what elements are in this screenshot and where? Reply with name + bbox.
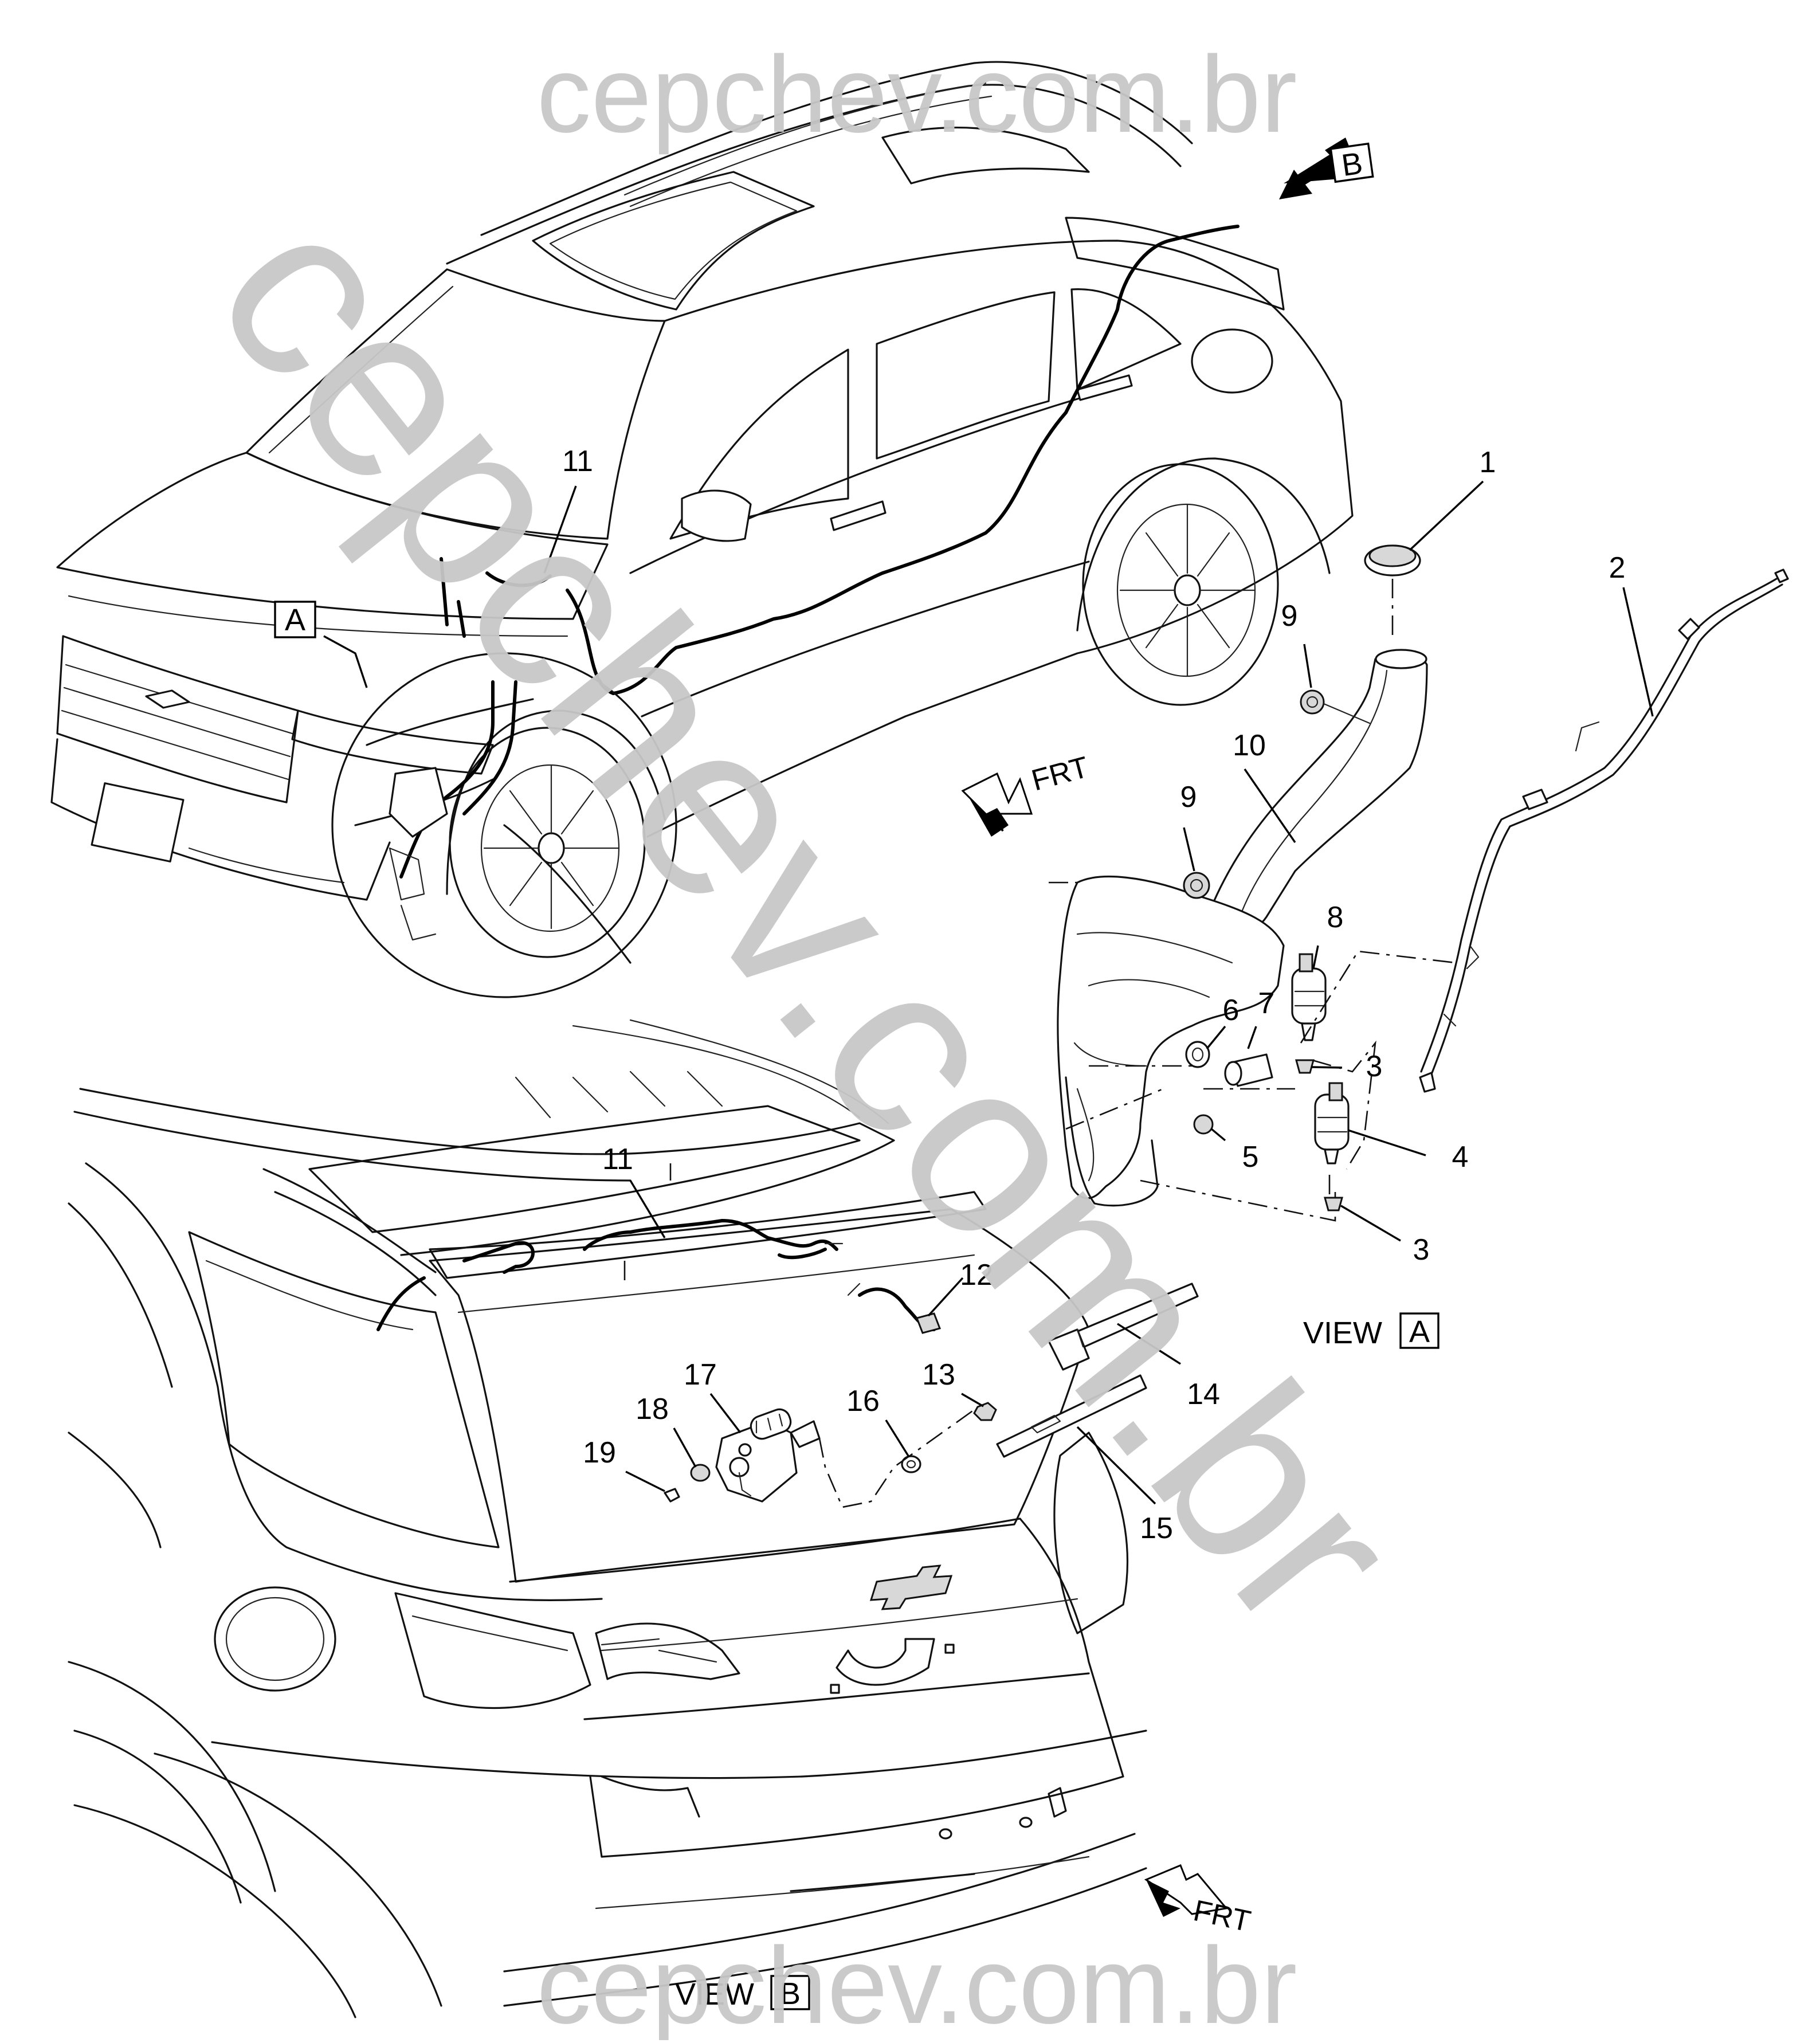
callout-12: 12 — [960, 1258, 993, 1292]
callout-11-rear: 11 — [602, 1143, 633, 1176]
callout-3-lower: 3 — [1413, 1233, 1430, 1266]
callout-17: 17 — [684, 1358, 717, 1391]
callout-numbers: 1 2 3 3 4 5 6 7 8 9 9 10 11 11 12 13 14 … — [562, 445, 1625, 1545]
wiper-arm-nut — [973, 1402, 997, 1421]
view-b-letter: B — [780, 1977, 801, 2011]
front-vehicle-illustration: A — [50, 61, 1354, 998]
callout-6: 6 — [1223, 994, 1240, 1027]
callout-5: 5 — [1242, 1140, 1259, 1174]
callout-9-upper: 9 — [1281, 599, 1298, 633]
tail-light-left — [394, 1592, 591, 1709]
callout-14: 14 — [1187, 1378, 1220, 1411]
callout-18: 18 — [636, 1393, 669, 1426]
detail-a-box — [274, 601, 316, 638]
view-a-word: VIEW — [1303, 1316, 1382, 1350]
grommet-lower — [1183, 872, 1210, 899]
callout-2: 2 — [1609, 551, 1626, 585]
rear-vehicle-illustration — [68, 1019, 1199, 2018]
wiper-motor-grommet — [690, 1464, 711, 1482]
callout-9-lower: 9 — [1180, 781, 1197, 814]
callout-19: 19 — [583, 1436, 616, 1469]
grommet-5 — [1193, 1114, 1214, 1135]
wiper-motor-bolt — [664, 1488, 680, 1503]
chevrolet-emblem — [869, 1564, 953, 1610]
view-b-word: VIEW — [675, 1977, 754, 2011]
view-b-label: VIEW B — [675, 1975, 810, 2011]
callout-13: 13 — [922, 1358, 955, 1391]
view-b-arrow: B — [1279, 138, 1374, 199]
rear-wiper-motor — [715, 1408, 821, 1503]
callout-15: 15 — [1140, 1512, 1173, 1545]
harness-connector — [916, 1312, 941, 1334]
washer-reservoir — [1057, 876, 1285, 1199]
view-a-label: VIEW A — [1303, 1312, 1439, 1350]
rear-fuel-door — [214, 1586, 336, 1692]
washer-system-view-a — [1049, 544, 1456, 1222]
rear-wiper-arm — [1048, 1283, 1199, 1371]
detail-a-letter: A — [285, 603, 305, 637]
view-a-letter: A — [1409, 1315, 1430, 1349]
callout-16: 16 — [846, 1385, 880, 1418]
callout-1: 1 — [1480, 446, 1496, 479]
callout-leaders — [543, 480, 1654, 1505]
grommet-level-sensor — [1185, 1041, 1210, 1068]
watermarks: cepchev.com.br cepchev.com.br cepchev.co… — [164, 34, 1452, 2043]
watermark-top: cepchev.com.br — [536, 34, 1297, 155]
washer-hose — [1419, 568, 1789, 1093]
detail-a-content — [354, 680, 631, 964]
washer-pump-upper — [1291, 967, 1327, 1025]
view-b-arrow-letter: B — [1339, 146, 1364, 183]
rear-wiper-blade — [996, 1374, 1147, 1458]
rear-glass — [429, 1208, 1090, 1583]
callout-3-upper: 3 — [1366, 1050, 1383, 1083]
grommet-upper — [1300, 689, 1325, 715]
tail-light-right — [1053, 1432, 1129, 1634]
callout-4: 4 — [1452, 1140, 1469, 1174]
view-b-box — [770, 1975, 810, 2010]
filler-neck — [1202, 654, 1428, 935]
view-a-box — [1399, 1312, 1439, 1349]
callout-11-front: 11 — [562, 445, 593, 478]
washer-pump-lower — [1314, 1093, 1350, 1151]
wiper-arm-seal — [901, 1455, 921, 1473]
frt-label-upper: FRT — [1028, 751, 1092, 798]
frt-arrow-upper: FRT — [961, 751, 1092, 837]
watermark-bottom: cepchev.com.br — [536, 1925, 1297, 2040]
seal-upper — [1295, 1059, 1315, 1074]
callout-10: 10 — [1233, 729, 1266, 762]
callout-8: 8 — [1327, 901, 1344, 934]
seal-lower — [1324, 1197, 1343, 1211]
callout-7: 7 — [1258, 987, 1275, 1020]
quarter-window — [188, 1231, 500, 1548]
